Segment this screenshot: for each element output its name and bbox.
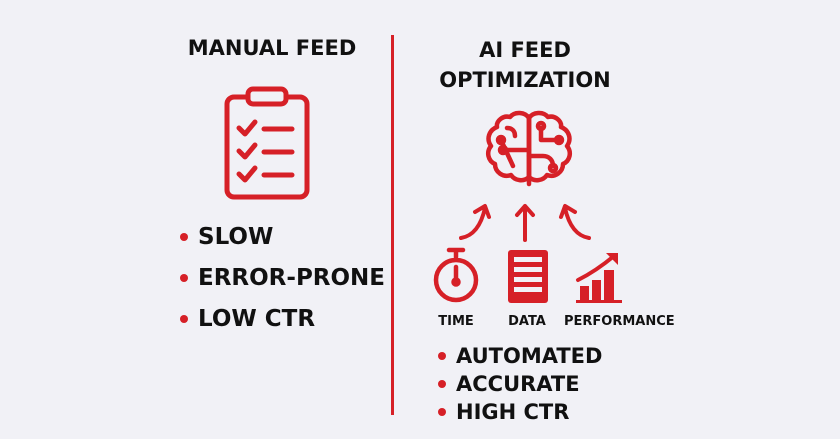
bullet-dot [180,315,188,323]
ai-bullet-1: AUTOMATED [438,344,602,368]
ai-bullet-2: ACCURATE [438,372,580,396]
arrow-up-left-icon [459,204,491,240]
manual-feed-title: MANUAL FEED [187,36,357,60]
input-label-time: TIME [438,314,474,329]
bullet-text: HIGH CTR [456,400,570,424]
stopwatch-icon [433,247,479,303]
bullet-dot [438,380,446,388]
ai-bullet-3: HIGH CTR [438,400,569,424]
brain-circuit-icon [485,110,573,187]
manual-bullet-2: ERROR-PRONE [180,265,385,291]
arrow-up-right-icon [559,204,591,240]
ai-feed-title-line1: AI FEED [479,38,571,62]
arrow-up-icon [515,204,535,242]
input-label-performance: PERFORMANCE [564,314,675,329]
bullet-dot [438,352,446,360]
clipboard-checklist-icon [224,86,310,200]
input-label-data: DATA [508,314,546,329]
bullet-dot [180,233,188,241]
bullet-text: ACCURATE [456,372,580,396]
divider [391,35,394,415]
bullet-dot [438,408,446,416]
ai-feed-title-line2: OPTIMIZATION [439,68,611,92]
bullet-text: SLOW [198,224,274,250]
bullet-dot [180,274,188,282]
bullet-text: LOW CTR [198,306,316,332]
arrows-to-brain [459,204,591,242]
growth-chart-icon [576,253,622,303]
bullet-text: AUTOMATED [456,344,603,368]
manual-bullet-1: SLOW [180,224,273,250]
bullet-text: ERROR-PRONE [198,265,386,291]
manual-bullet-3: LOW CTR [180,306,315,332]
database-icon [508,250,548,303]
